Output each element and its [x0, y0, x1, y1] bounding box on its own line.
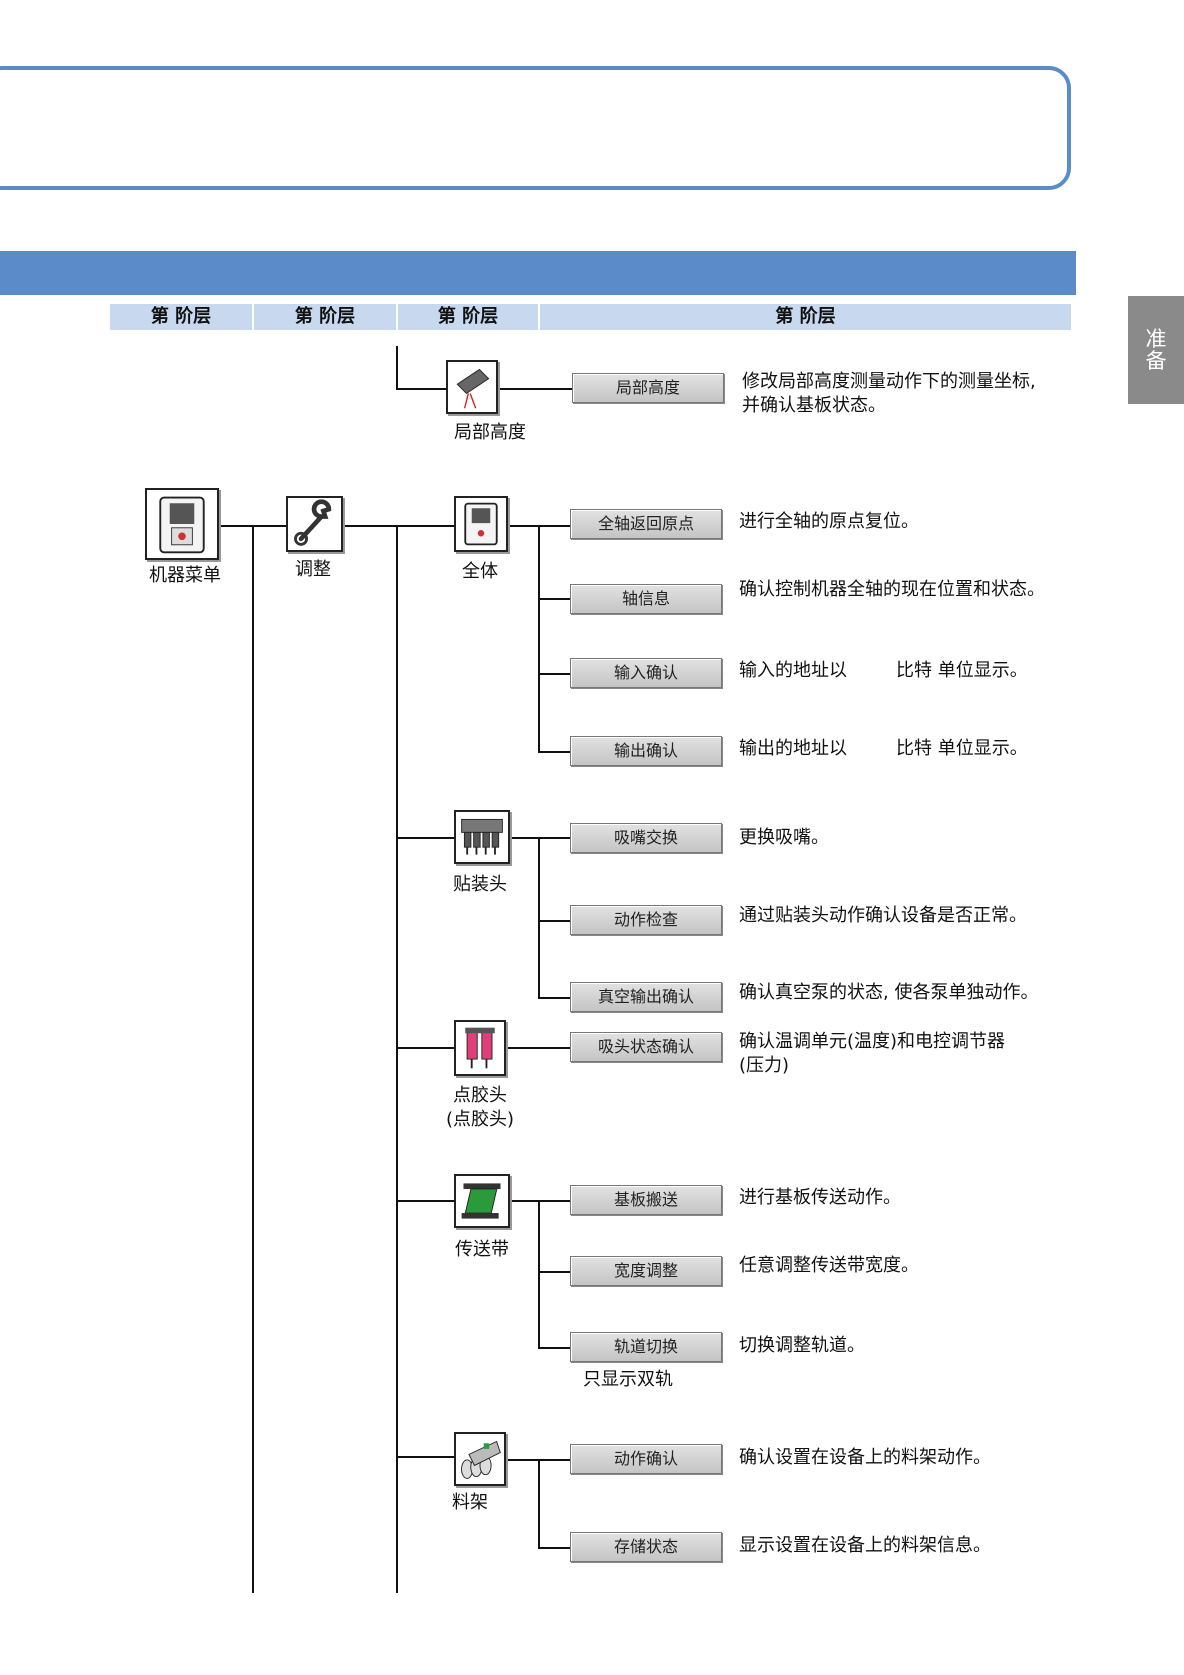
- desc-head-status-check-2: (压力): [739, 1055, 790, 1076]
- side-tab-line1: 准: [1145, 327, 1167, 351]
- header-level-1: 第 阶层: [110, 304, 252, 330]
- button-vacuum-output-check[interactable]: 真空输出确认: [570, 982, 722, 1012]
- header-level-2: 第 阶层: [254, 304, 396, 330]
- button-head-status-check[interactable]: 吸头状态确认: [570, 1032, 722, 1062]
- button-axis-info[interactable]: 轴信息: [570, 584, 722, 614]
- button-rail-switch[interactable]: 轨道切换: [570, 1332, 722, 1362]
- level3-label-5: 料架: [452, 1492, 488, 1513]
- level3-label-3: 点胶头: [453, 1085, 507, 1106]
- button-storage-status[interactable]: 存储状态: [570, 1532, 722, 1562]
- side-tab[interactable]: 准 备: [1128, 296, 1184, 404]
- desc-rail-switch: 切换调整轨道。: [739, 1335, 865, 1356]
- desc-board-transfer: 进行基板传送动作。: [739, 1187, 901, 1208]
- side-tab-line2: 备: [1145, 349, 1167, 373]
- note-dual-lane-only: 只显示双轨: [583, 1369, 673, 1390]
- conveyor-icon[interactable]: [454, 1174, 510, 1228]
- level3-label-4: 传送带: [455, 1239, 509, 1260]
- button-local-height[interactable]: 局部高度: [572, 373, 724, 403]
- desc-input-check: 输入的地址以: [739, 660, 847, 681]
- desc-motion-check: 通过贴装头动作确认设备是否正常。: [739, 905, 1027, 926]
- desc-output-check: 输出的地址以: [739, 738, 847, 759]
- machine-menu-icon[interactable]: [145, 488, 219, 560]
- level3-label-3b: (点胶头): [445, 1109, 515, 1130]
- title-frame: [0, 66, 1071, 190]
- level1-label: 机器菜单: [149, 565, 221, 586]
- desc-storage-status: 显示设置在设备上的料架信息。: [739, 1535, 991, 1556]
- button-all-axes-home[interactable]: 全轴返回原点: [570, 509, 722, 539]
- desc-nozzle-exchange: 更换吸嘴。: [739, 827, 829, 848]
- wrench-icon[interactable]: [286, 496, 343, 552]
- header-level-3: 第 阶层: [398, 304, 538, 330]
- level2-label: 调整: [295, 559, 331, 580]
- desc-local-height: 修改局部高度测量动作下的测量坐标,: [742, 371, 1036, 392]
- desc-head-status-check: 确认温调单元(温度)和电控调节器: [739, 1031, 1006, 1052]
- button-width-adjust[interactable]: 宽度调整: [570, 1256, 722, 1286]
- desc-local-height-2: 并确认基板状态。: [742, 395, 886, 416]
- desc-input-check-b: 比特 单位显示。: [896, 660, 1028, 681]
- level3-label-1: 全体: [462, 561, 498, 582]
- height-sensor-icon[interactable]: [446, 360, 498, 414]
- desc-width-adjust: 任意调整传送带宽度。: [739, 1255, 919, 1276]
- feeder-icon[interactable]: [454, 1432, 506, 1486]
- desc-vacuum-output-check: 确认真空泵的状态, 使各泵单独动作。: [739, 982, 1039, 1003]
- level3-label-0: 局部高度: [454, 422, 526, 443]
- button-motion-check[interactable]: 动作检查: [570, 905, 722, 935]
- desc-output-check-b: 比特 单位显示。: [896, 738, 1028, 759]
- header-level-4: 第 阶层: [540, 304, 1071, 330]
- desc-axis-info: 确认控制机器全轴的现在位置和状态。: [739, 579, 1045, 600]
- button-board-transfer[interactable]: 基板搬送: [570, 1185, 722, 1215]
- dispenser-icon[interactable]: [454, 1020, 506, 1076]
- button-nozzle-exchange[interactable]: 吸嘴交换: [570, 823, 722, 853]
- button-motion-confirm[interactable]: 动作确认: [570, 1444, 722, 1474]
- section-band: [0, 251, 1076, 295]
- level3-label-2: 贴装头: [453, 874, 507, 895]
- button-output-check[interactable]: 输出确认: [570, 736, 722, 766]
- desc-motion-confirm: 确认设置在设备上的料架动作。: [739, 1447, 991, 1468]
- desc-all-axes-home: 进行全轴的原点复位。: [739, 511, 919, 532]
- machine-icon[interactable]: [454, 496, 508, 552]
- button-input-check[interactable]: 输入确认: [570, 658, 722, 688]
- head-icon[interactable]: [454, 810, 510, 864]
